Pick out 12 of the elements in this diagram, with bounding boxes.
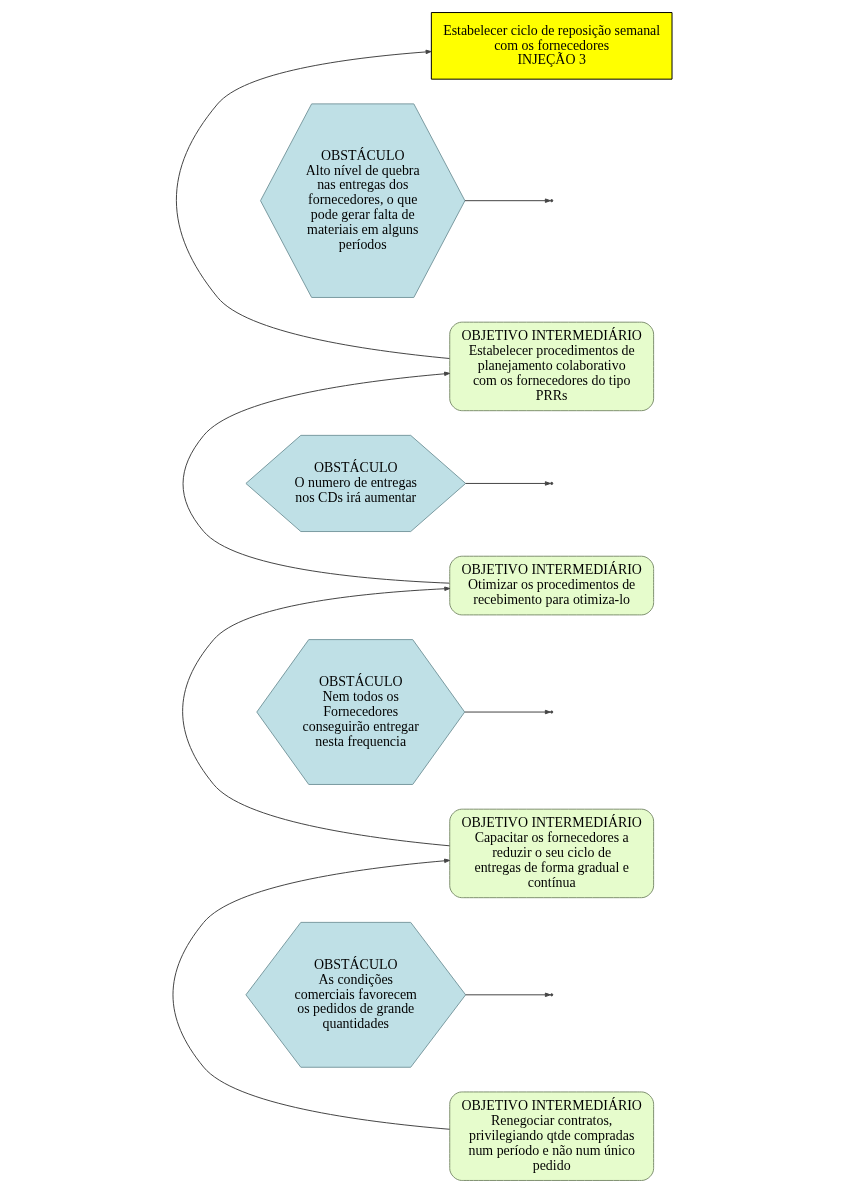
arrow bbox=[463, 198, 551, 203]
node-box: OBJETIVO INTERMEDIÁRIO Renegociar contratos, privilegiando qtde compradas num período e não num único pedido bbox=[448, 1091, 654, 1181]
arrow bbox=[175, 49, 450, 359]
node-box: Estabelecer ciclo de reposição semanal com os fornecedores INJEÇÃO 3 bbox=[430, 12, 672, 80]
arrow bbox=[464, 992, 551, 998]
arrow bbox=[464, 481, 551, 486]
arrow bbox=[181, 586, 450, 847]
node-box: OBJETIVO INTERMEDIÁRIO Estabelecer procedimentos de planejamento colaborativo com os fornecedores do tipo PRRs bbox=[448, 321, 654, 412]
node-box: OBJETIVO INTERMEDIÁRIO Capacitar os fornecedores a reduzir o seu ciclo de entregas de forma gradual e contínua bbox=[448, 808, 654, 899]
arrow bbox=[172, 858, 450, 1130]
arrow bbox=[182, 371, 450, 584]
node-box: OBJETIVO INTERMEDIÁRIO Otimizar os procedimentos de recebimento para otimiza-lo bbox=[448, 555, 654, 616]
